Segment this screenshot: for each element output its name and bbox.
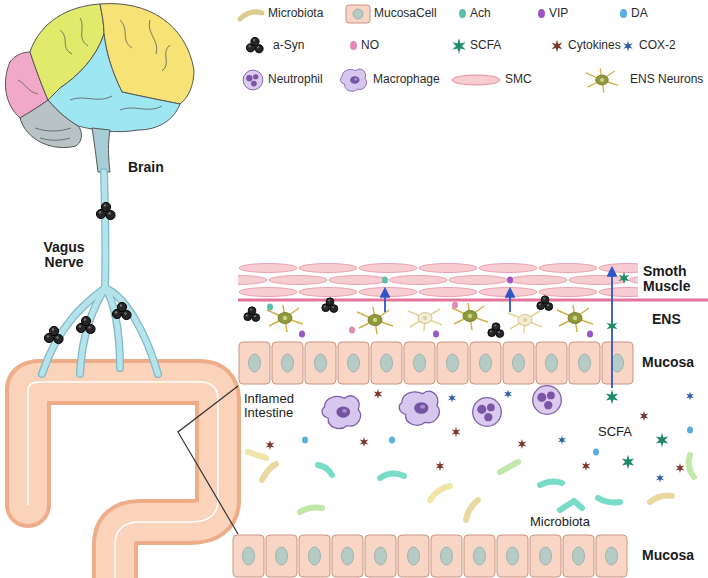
smooth-muscle xyxy=(238,262,638,298)
legend-text: COX-2 xyxy=(639,38,676,52)
a-syn-icon xyxy=(246,37,263,52)
mucosa-cells xyxy=(232,534,628,578)
scfa-icon xyxy=(452,38,465,53)
scfa-molecules xyxy=(606,272,668,470)
legend-text: VIP xyxy=(549,6,568,20)
legend-item: Neutrophil xyxy=(268,72,323,86)
layer-label: ENS xyxy=(652,312,681,327)
legend-item: COX-2 xyxy=(639,38,676,52)
legend-text: NO xyxy=(361,38,379,52)
legend-item: a-Syn xyxy=(273,38,304,52)
cytokines xyxy=(266,389,685,473)
layer-label: Mucosa xyxy=(642,355,694,370)
legend-text: Macrophage xyxy=(373,72,440,86)
legend-text: a-Syn xyxy=(273,38,304,52)
legend-item: Ach xyxy=(459,6,491,20)
microbiota xyxy=(248,452,694,520)
microbiota-icon xyxy=(240,12,262,19)
legend-item: Macrophage xyxy=(373,72,440,86)
signal-arrows xyxy=(385,268,612,388)
neutrophil-icon xyxy=(243,70,263,90)
a-syn-aggregates xyxy=(44,202,131,343)
mucosa-cell-icon xyxy=(346,5,370,23)
legend-text: SCFA xyxy=(470,38,501,52)
legend-item: ENS Neurons xyxy=(630,72,703,86)
legend-item: MucosaCell xyxy=(374,6,437,20)
legend-text: Ach xyxy=(470,6,491,20)
zoom-lines xyxy=(178,386,238,534)
smc-icon xyxy=(452,75,500,85)
layer-label: Smoth Muscle xyxy=(643,264,705,295)
legend-item: SMC xyxy=(505,72,532,86)
colon xyxy=(28,382,218,578)
legend-swatch xyxy=(459,9,466,18)
legend-item: SCFA xyxy=(470,38,501,52)
legend-swatch xyxy=(538,9,545,18)
cytokine-icon xyxy=(552,40,563,53)
legend-text: Cytokines xyxy=(568,38,621,52)
cox2 xyxy=(448,390,694,483)
mucosa-cells xyxy=(238,341,634,385)
immune-cells xyxy=(322,386,561,429)
brain xyxy=(5,4,194,172)
legend-icons xyxy=(240,5,633,93)
microbiota-label: Microbiota xyxy=(530,515,590,529)
ens-neuron-icon xyxy=(586,68,618,92)
cox2-icon xyxy=(623,41,632,52)
legend-item: VIP xyxy=(538,6,568,20)
legend-item: NO xyxy=(350,38,379,52)
dopamine xyxy=(302,427,693,456)
legend-swatch xyxy=(350,41,357,50)
legend-text: SMC xyxy=(505,72,532,86)
nerve-label: Vagus Nerve xyxy=(34,240,94,271)
layer-label: Mucosa xyxy=(642,548,694,563)
legend-item: Cytokines xyxy=(568,38,621,52)
muscle-boundary xyxy=(238,299,708,302)
legend-item: DA xyxy=(620,6,648,20)
legend-item: Microbiota xyxy=(268,6,323,20)
vagus-nerve xyxy=(42,172,158,374)
macrophage-icon xyxy=(340,69,366,91)
legend-text: ENS Neurons xyxy=(630,72,703,86)
neurotransmitters xyxy=(267,277,593,338)
legend-text: MucosaCell xyxy=(374,6,437,20)
legend-text: DA xyxy=(631,6,648,20)
organ-label: Brain xyxy=(128,160,164,175)
legend-text: Microbiota xyxy=(268,6,323,20)
legend-text: Neutrophil xyxy=(268,72,323,86)
ens-neurons xyxy=(244,296,593,338)
region-label: Inflamed Intestine xyxy=(244,392,314,421)
legend-swatch xyxy=(620,9,627,18)
molecule-label: SCFA xyxy=(598,425,632,439)
